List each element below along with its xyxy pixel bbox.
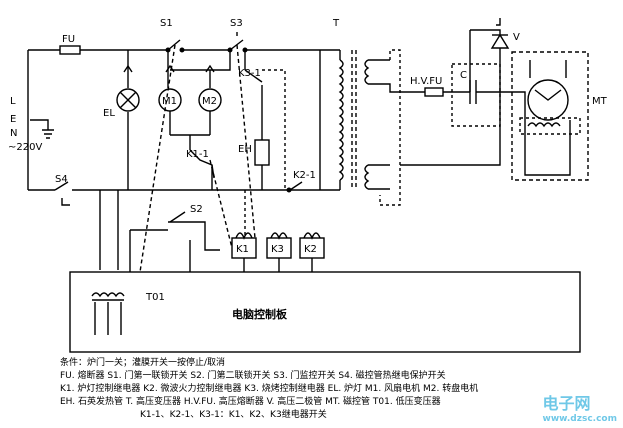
legend-line-2: FU. 熔断器 S1. 门第一联锁开关 S2. 门第二联锁开关 S3. 门监控开… bbox=[60, 371, 446, 381]
transformer-primary-coil bbox=[338, 59, 344, 181]
label-k3: K3 bbox=[271, 244, 284, 255]
switch-s1-blade bbox=[167, 39, 181, 51]
label-t01: T01 bbox=[145, 292, 165, 303]
transformer-secondary-top bbox=[364, 59, 370, 85]
magnetron-mt-symbol bbox=[527, 79, 569, 121]
label-m1: M1 bbox=[162, 96, 177, 107]
label-m2: M2 bbox=[202, 96, 217, 107]
watermark-main: 电子网 bbox=[542, 394, 591, 413]
switch-s4-blade bbox=[54, 181, 69, 191]
label-k1-1: K1-1 bbox=[186, 149, 209, 160]
transformer-t01-symbol bbox=[91, 292, 125, 298]
label-s4: S4 bbox=[55, 174, 68, 185]
capacitor-c-symbol bbox=[469, 80, 477, 104]
switch-s3-blade bbox=[229, 39, 244, 51]
heater-eh-symbol bbox=[254, 139, 270, 166]
fuse-fu-symbol bbox=[59, 45, 81, 55]
switch-k3-1-blade bbox=[244, 69, 263, 83]
label-s2: S2 bbox=[190, 204, 203, 215]
label-k1: K1 bbox=[236, 244, 249, 255]
legend-line-3: K1. 炉灯控制继电器 K2. 微波火力控制继电器 K3. 烧烤控制继电器 EL… bbox=[60, 384, 479, 394]
label-n: N bbox=[10, 128, 17, 139]
mechanical-link-s1-s2 bbox=[139, 44, 176, 273]
label-s3: S3 bbox=[230, 18, 243, 29]
label-fu: FU bbox=[62, 34, 75, 45]
control-board-box bbox=[69, 271, 581, 353]
transformer-secondary-bottom bbox=[364, 164, 370, 190]
label-el: EL bbox=[103, 108, 115, 119]
label-k2-1: K2-1 bbox=[293, 170, 316, 181]
label-s1: S1 bbox=[160, 18, 173, 29]
legend-line-5: K1-1、K2-1、K3-1：K1、K2、K3继电器开关 bbox=[140, 410, 327, 420]
label-control-board: 电脑控制板 bbox=[232, 307, 288, 321]
watermark-logo: 电子网 www.dzsc.com bbox=[543, 390, 617, 424]
label-v: V bbox=[513, 32, 520, 43]
label-e: E bbox=[10, 114, 16, 125]
diode-v-symbol bbox=[490, 33, 510, 49]
label-k3-1: K3-1 bbox=[238, 68, 261, 79]
legend-line-1: 条件：炉门一关；灌膜开关一按停止/取消 bbox=[60, 358, 226, 368]
legend-line-4: EH. 石英发热管 T. 高压变压器 H.V.FU. 高压熔断器 V. 高压二极… bbox=[60, 397, 441, 407]
label-eh: EH bbox=[238, 144, 252, 155]
fuse-hvfu-symbol bbox=[424, 87, 444, 97]
label-l: L bbox=[10, 96, 16, 107]
label-t: T bbox=[332, 18, 340, 29]
label-c: C bbox=[460, 70, 467, 81]
label-k2: K2 bbox=[304, 244, 317, 255]
label-mt: MT bbox=[592, 96, 608, 107]
switch-s2-blade bbox=[169, 211, 186, 223]
watermark-url: www.dzsc.com bbox=[542, 414, 617, 424]
lamp-el-symbol bbox=[116, 88, 140, 112]
label-supply-voltage: ~220V bbox=[8, 142, 42, 153]
switch-k2-1-blade bbox=[289, 181, 303, 191]
label-hvfu: H.V.FU bbox=[410, 76, 442, 87]
